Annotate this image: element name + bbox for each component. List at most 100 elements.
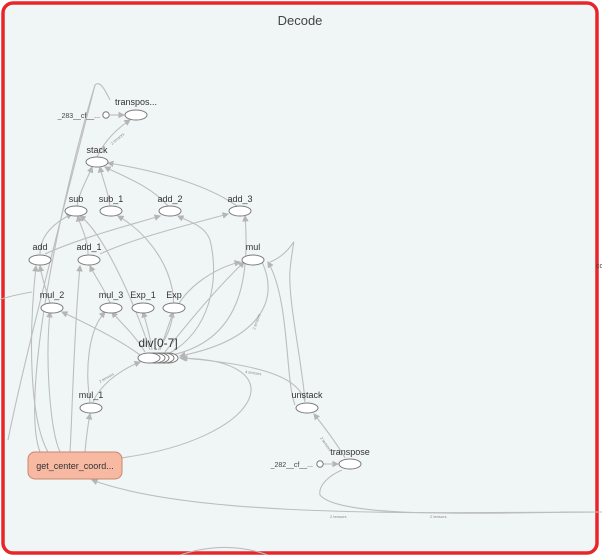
node-sub[interactable]: sub xyxy=(64,194,88,217)
edge xyxy=(46,310,61,453)
node-exp[interactable]: Exp xyxy=(162,290,186,314)
node-exp-1[interactable]: Exp_1 xyxy=(130,290,156,314)
const-node[interactable] xyxy=(316,460,324,468)
edge-stub xyxy=(179,546,269,556)
const-node[interactable] xyxy=(102,111,110,119)
edge xyxy=(84,412,93,453)
node-transpose[interactable]: transpose xyxy=(330,447,370,470)
edge xyxy=(7,84,96,441)
node-mul-3[interactable]: mul_3 xyxy=(99,290,124,314)
edge xyxy=(267,261,296,406)
edge-label: 2 tensors xyxy=(330,514,346,519)
op-node[interactable] xyxy=(158,205,182,217)
node-label: add_2 xyxy=(157,194,182,204)
edge xyxy=(313,413,346,459)
node-get-center-coord[interactable]: get_center_coord... xyxy=(27,451,123,480)
edge xyxy=(76,165,94,207)
node-label: Exp_1 xyxy=(130,290,156,300)
edge xyxy=(269,241,306,401)
node-label: _283__cf__... xyxy=(57,113,100,120)
node-label: Exp xyxy=(166,290,182,300)
node-add-3[interactable]: add_3 xyxy=(227,194,253,217)
node-label: add_3 xyxy=(227,194,252,204)
op-node[interactable] xyxy=(137,352,161,364)
node-label: mul xyxy=(246,242,261,252)
edge xyxy=(119,354,252,459)
edge xyxy=(164,261,245,353)
node-transpose-top[interactable]: transpos... xyxy=(115,97,157,121)
op-node[interactable] xyxy=(228,205,252,217)
node-label: mul_3 xyxy=(99,290,124,300)
scope-title: Decode xyxy=(278,13,323,28)
edge xyxy=(104,166,169,207)
op-node[interactable] xyxy=(131,302,155,314)
op-node[interactable] xyxy=(64,205,88,217)
node-label: sub xyxy=(69,194,84,204)
node-div-group[interactable]: div[0-7] xyxy=(137,336,179,364)
edge xyxy=(75,214,89,255)
op-node[interactable] xyxy=(162,302,186,314)
edge xyxy=(97,165,111,207)
edge xyxy=(69,264,83,453)
edge xyxy=(171,214,249,356)
edge xyxy=(99,212,230,255)
op-node[interactable] xyxy=(99,302,123,314)
edge-stub xyxy=(0,291,33,300)
node-label: div[0-7] xyxy=(138,336,177,350)
node-add[interactable]: add xyxy=(28,242,52,266)
edge xyxy=(319,469,602,514)
node-mul-2[interactable]: mul_2 xyxy=(40,290,65,314)
edge xyxy=(106,160,238,207)
node-label: _282__cf__... xyxy=(270,462,313,469)
op-node[interactable] xyxy=(241,254,265,266)
node-cf-282[interactable]: _282__cf__... xyxy=(270,460,324,469)
node-label: transpose xyxy=(330,447,370,457)
node-stack[interactable]: stack xyxy=(85,145,109,168)
edge xyxy=(34,83,111,453)
node-mul[interactable]: mul xyxy=(241,242,265,266)
node-add-1[interactable]: add_1 xyxy=(76,242,102,266)
node-label: sub_1 xyxy=(99,194,124,204)
op-node[interactable] xyxy=(28,254,52,266)
edge xyxy=(92,360,142,403)
edge-label: 4 tensors xyxy=(245,369,262,376)
edge xyxy=(30,264,49,453)
outside-label: co xyxy=(596,263,602,270)
edge-label: 2 tensors xyxy=(251,313,261,330)
node-label: mul_1 xyxy=(79,390,104,400)
function-node[interactable] xyxy=(27,451,123,480)
node-label: add_1 xyxy=(76,242,101,252)
edge-label: 2 tensors xyxy=(430,514,446,519)
node-cf-283[interactable]: _283__cf__... xyxy=(57,111,110,120)
op-node[interactable] xyxy=(85,156,109,168)
node-label: transpos... xyxy=(115,97,157,107)
op-node[interactable] xyxy=(99,205,123,217)
node-label: get_center_coord... xyxy=(36,461,114,471)
edge xyxy=(79,215,151,351)
op-node[interactable] xyxy=(338,458,362,470)
node-unstack[interactable]: unstack xyxy=(291,390,323,414)
node-label: mul_2 xyxy=(40,290,65,300)
op-node[interactable] xyxy=(124,109,148,121)
edge xyxy=(111,311,146,353)
edge xyxy=(44,214,162,255)
node-label: unstack xyxy=(291,390,323,400)
edge xyxy=(87,311,106,403)
edge xyxy=(141,310,153,351)
node-label: add xyxy=(32,242,47,252)
edge xyxy=(178,261,269,359)
node-mul-1[interactable]: mul_1 xyxy=(79,390,104,414)
op-node[interactable] xyxy=(295,402,319,414)
op-node[interactable] xyxy=(77,254,101,266)
op-node[interactable] xyxy=(79,402,103,414)
node-sub-1[interactable]: sub_1 xyxy=(99,194,124,217)
edge xyxy=(39,213,73,255)
node-label: stack xyxy=(86,145,108,155)
edge xyxy=(117,215,175,351)
op-node[interactable] xyxy=(40,302,64,314)
node-add-2[interactable]: add_2 xyxy=(157,194,183,217)
edge xyxy=(169,215,215,354)
